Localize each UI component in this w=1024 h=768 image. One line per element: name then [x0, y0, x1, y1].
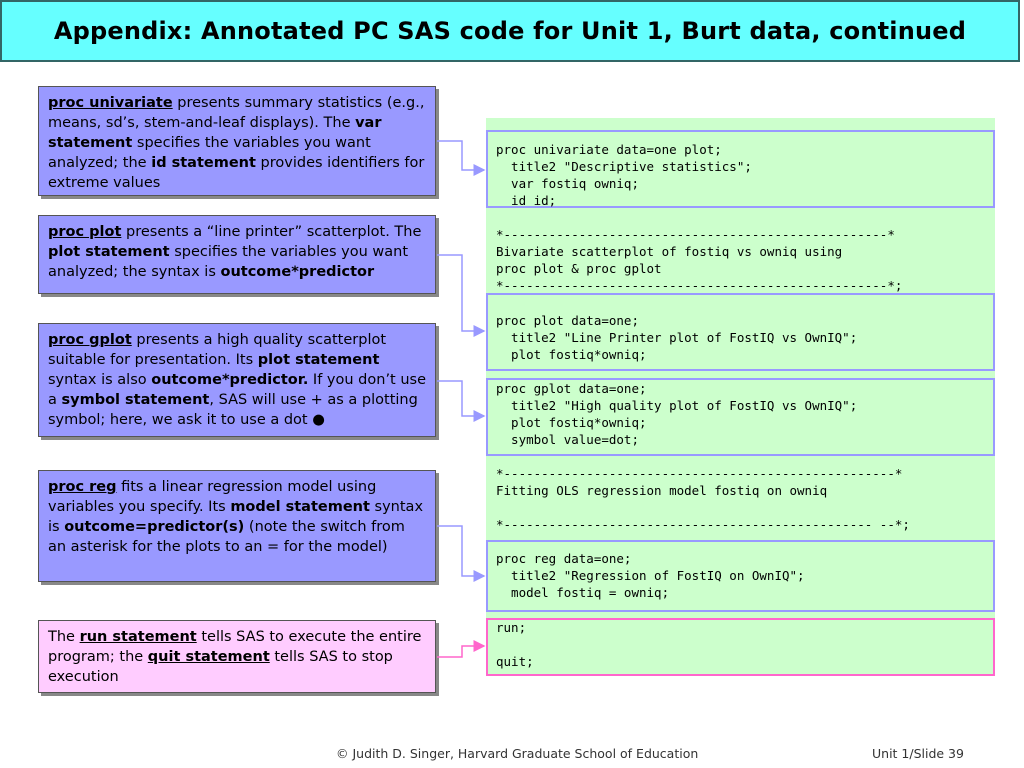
annotation-text: , SAS will use + as a plotting symbol; h…: [48, 392, 418, 428]
keyword-plot-statement: plot statement: [257, 352, 380, 368]
annotation-text: fits a linear regression model using var…: [48, 479, 377, 515]
keyword-outcome-predictor: outcome*predictor: [220, 264, 375, 280]
annotation-text: provides identifiers for extreme values: [48, 155, 425, 191]
keyword-model-statement: model statement: [230, 499, 370, 515]
code-box-gplot: [486, 378, 995, 456]
connector-plot: [437, 254, 486, 337]
annotation-text: tells SAS to execute the entire program;…: [48, 629, 422, 665]
code-box-univariate: [486, 130, 995, 208]
keyword-run-statement: run statement: [79, 629, 197, 645]
code-proc-gplot: proc gplot data=one; title2 "High qualit…: [496, 381, 858, 447]
keyword-symbol-statement: symbol statement: [61, 392, 210, 408]
slide-title: Appendix: Annotated PC SAS code for Unit…: [53, 17, 967, 45]
keyword-proc-reg: proc reg: [48, 479, 117, 495]
annotation-text: presents summary statistics (e.g., means…: [48, 95, 425, 131]
keyword-var-statement: var statement: [48, 115, 382, 151]
annotation-text: If you don’t use a: [48, 372, 427, 408]
annotation-text: presents a high quality scatterplot suit…: [48, 332, 387, 368]
annotation-text: syntax is also: [48, 372, 152, 388]
code-box-plot: [486, 293, 995, 371]
connector-reg: [437, 525, 486, 582]
code-comment-regression: *---------------------------------------…: [496, 466, 910, 532]
keyword-proc-univariate: proc univariate: [48, 95, 173, 111]
connector-univariate: [437, 140, 486, 176]
connector-run: [437, 640, 486, 658]
code-comment-scatterplot: *---------------------------------------…: [496, 227, 903, 293]
code-run-quit: run; quit;: [496, 620, 534, 669]
annotation-run-quit: The run statement tells SAS to execute t…: [38, 620, 436, 693]
keyword-proc-plot: proc plot: [48, 224, 122, 240]
annotation-text: specifies the variables you want analyze…: [48, 135, 371, 171]
annotation-reg: proc reg fits a linear regression model …: [38, 470, 436, 582]
connector-gplot: [437, 380, 486, 422]
annotation-univariate: proc univariate presents summary statist…: [38, 86, 436, 196]
annotation-text: (note the switch from an asterisk for th…: [48, 519, 405, 555]
code-univariate: proc univariate data=one plot; title2 "D…: [496, 142, 752, 208]
code-proc-plot: proc plot data=one; title2 "Line Printer…: [496, 313, 858, 362]
annotation-gplot: proc gplot presents a high quality scatt…: [38, 323, 436, 437]
code-box-run-quit: [486, 618, 995, 676]
annotation-plot: proc plot presents a “line printer” scat…: [38, 215, 436, 294]
keyword-plot-statement: plot statement: [48, 244, 170, 260]
keyword-outcome-predictors: outcome=predictor(s): [64, 519, 245, 535]
code-box-reg: [486, 540, 995, 612]
annotation-text: presents a “line printer” scatterplot. T…: [121, 224, 422, 240]
annotation-text: tells SAS to stop execution: [48, 649, 393, 685]
annotation-text: The: [48, 629, 80, 645]
footer-slide-number: Unit 1/Slide 39: [872, 746, 964, 761]
keyword-id-statement: id statement: [151, 155, 256, 171]
keyword-outcome-predictor: outcome*predictor.: [151, 372, 309, 388]
annotation-text: syntax is: [48, 499, 424, 535]
annotation-text: specifies the variables you want analyze…: [48, 244, 409, 280]
footer-copyright: © Judith D. Singer, Harvard Graduate Sch…: [336, 746, 699, 761]
title-bar: Appendix: Annotated PC SAS code for Unit…: [0, 0, 1020, 62]
keyword-proc-gplot: proc gplot: [48, 332, 132, 348]
keyword-quit-statement: quit statement: [147, 649, 270, 665]
code-proc-reg: proc reg data=one; title2 "Regression of…: [496, 551, 805, 600]
